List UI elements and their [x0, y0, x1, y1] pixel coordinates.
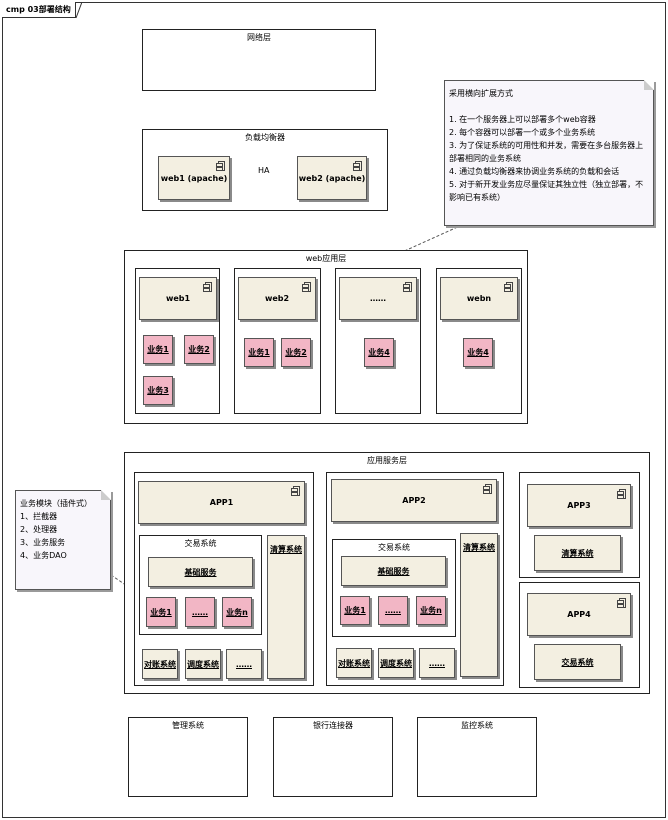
note-line: 3. 为了保证系统的可用性和并发，需要在多台服务器上: [449, 141, 644, 150]
bank-connector-title: 银行连接器: [313, 721, 353, 730]
note-line: 1. 在一个服务器上可以部署多个web容器: [449, 115, 596, 124]
service-box[interactable]: 业务1: [244, 338, 274, 367]
app4-component[interactable]: APP4: [527, 593, 631, 636]
bank-connector: 银行连接器: [273, 717, 393, 797]
web2-label: web2: [264, 294, 290, 303]
note-line: 4、业务DAO: [20, 551, 67, 560]
web-more-label: ……: [370, 294, 386, 303]
app2-trade-title: 交易系统: [378, 543, 410, 552]
app2-base-service[interactable]: 基础服务: [341, 556, 446, 586]
webn-label: webn: [466, 294, 492, 303]
lb-node-web2[interactable]: web2 (apache): [297, 156, 367, 200]
note-line: 4. 通过负载均衡器来协调业务系统的负载和会话: [449, 167, 620, 176]
component-icon: [617, 489, 626, 499]
lb-node-web2-label: web2 (apache): [298, 173, 366, 183]
note-business-module: 业务模块（插件式） 1、拦截器 2、处理器 3、业务服务 4、业务DAO: [15, 490, 111, 590]
app2-module[interactable]: 业务1: [340, 596, 370, 625]
app2-module[interactable]: 业务n: [416, 596, 446, 625]
webn-component[interactable]: webn: [440, 277, 518, 320]
component-icon: [403, 282, 412, 292]
service-box[interactable]: 业务4: [463, 338, 493, 367]
note-line: 3、业务服务: [20, 538, 66, 547]
ha-link-label: HA: [258, 166, 270, 175]
component-icon: [617, 598, 626, 608]
component-icon: [504, 282, 513, 292]
app4-label: APP4: [567, 610, 591, 619]
tab-corner: [75, 2, 82, 19]
web1-component[interactable]: web1: [139, 277, 217, 320]
service-box[interactable]: 业务4: [364, 338, 394, 367]
note-line: 影响已有系统）: [449, 193, 505, 202]
app-service-layer-title: 应用服务层: [367, 456, 407, 465]
component-icon: [203, 282, 212, 292]
service-box[interactable]: 业务2: [184, 335, 214, 364]
note-line: 2、处理器: [20, 525, 58, 534]
app2-settle-system[interactable]: 清算系统: [460, 533, 498, 677]
component-icon: [216, 161, 225, 171]
note-scaling: 采用横向扩展方式 1. 在一个服务器上可以部署多个web容器 2. 每个容器可以…: [444, 80, 654, 226]
lb-node-web1-label: web1 (apache): [160, 173, 228, 183]
management-system-title: 管理系统: [172, 721, 204, 730]
network-layer: 网络层: [142, 29, 376, 91]
app1-module[interactable]: 业务1: [146, 597, 176, 627]
diagram-title: cmp 03部署结构: [6, 5, 71, 14]
lb-node-web1[interactable]: web1 (apache): [158, 156, 230, 200]
app2-bottom-box[interactable]: ……: [419, 648, 455, 678]
note-line: 业务模块（插件式）: [20, 499, 92, 508]
note-line: [449, 100, 649, 113]
network-layer-title: 网络层: [247, 33, 271, 42]
app2-bottom-box[interactable]: 调度系统: [378, 648, 414, 678]
app2-bottom-box[interactable]: 对账系统: [336, 648, 372, 678]
web-app-layer-title: web应用层: [305, 254, 347, 263]
note-line: 部署相同的业务系统: [449, 154, 521, 163]
app1-bottom-box[interactable]: 对账系统: [142, 649, 178, 679]
diagram-tab: [2, 2, 76, 18]
component-icon: [353, 161, 362, 171]
component-icon: [291, 486, 300, 496]
app1-base-service[interactable]: 基础服务: [148, 557, 253, 587]
note-corner: [101, 490, 111, 500]
app1-component[interactable]: APP1: [138, 481, 305, 524]
note-line: 采用横向扩展方式: [449, 89, 513, 98]
app3-settle-system[interactable]: 清算系统: [534, 535, 621, 571]
app1-label: APP1: [209, 498, 234, 507]
note-line: 5. 对于新开发业务应尽量保证其独立性（独立部署，不: [449, 180, 644, 189]
app1-trade-title: 交易系统: [184, 539, 217, 548]
component-icon: [302, 282, 311, 292]
note-line: 2. 每个容器可以部署一个或多个业务系统: [449, 128, 596, 137]
app1-bottom-box[interactable]: 调度系统: [185, 649, 221, 679]
service-box[interactable]: 业务1: [143, 335, 173, 364]
app1-module[interactable]: ……: [185, 597, 215, 627]
app1-module[interactable]: 业务n: [222, 597, 252, 627]
app2-label: APP2: [402, 496, 426, 505]
load-balancer-title: 负载均衡器: [245, 133, 285, 142]
app3-component[interactable]: APP3: [527, 484, 631, 527]
service-box[interactable]: 业务3: [143, 376, 173, 405]
app2-module[interactable]: ……: [378, 596, 408, 625]
component-icon: [483, 484, 492, 494]
app3-label: APP3: [567, 501, 591, 510]
service-box[interactable]: 业务2: [281, 338, 311, 367]
app2-component[interactable]: APP2: [331, 479, 497, 522]
web2-component[interactable]: web2: [238, 277, 316, 320]
app1-bottom-box[interactable]: ……: [226, 649, 262, 679]
monitoring-system-title: 监控系统: [461, 721, 493, 730]
monitoring-system: 监控系统: [417, 717, 537, 797]
app1-settle-system[interactable]: 清算系统: [267, 535, 305, 679]
note-line: 1、拦截器: [20, 512, 58, 521]
note-corner: [644, 80, 654, 90]
web-more-component[interactable]: ……: [339, 277, 417, 320]
app4-trade-system[interactable]: 交易系统: [534, 644, 621, 680]
web1-label: web1: [165, 294, 191, 303]
management-system: 管理系统: [128, 717, 248, 797]
